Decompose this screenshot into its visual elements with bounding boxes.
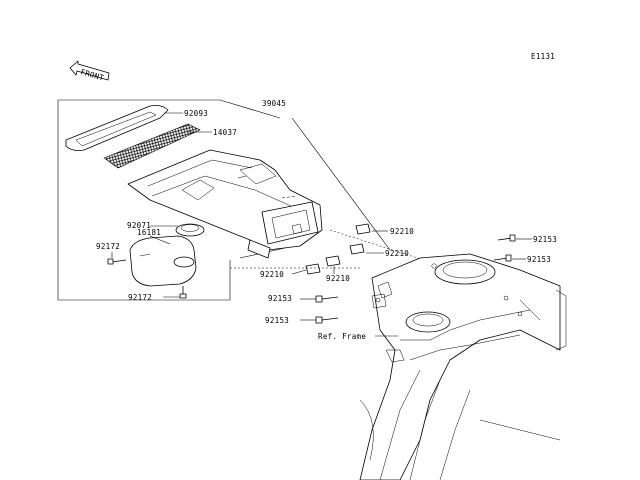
reference-frame (359, 253, 567, 480)
part-label-92210-d: 92210 (260, 270, 284, 279)
leader-92210-d (291, 269, 307, 275)
part-92153-bolt-4 (315, 316, 339, 324)
part-92153-bolt-2 (493, 254, 512, 262)
part-label-92153-1: 92153 (533, 235, 557, 244)
part-label-92093: 92093 (184, 109, 208, 118)
alignment-line-1 (329, 229, 431, 263)
part-label-39045: 39045 (262, 99, 286, 108)
part-92210-clip-b (349, 243, 365, 255)
part-label-92153-3: 92153 (268, 294, 292, 303)
drawing-code: E1131 (531, 52, 555, 61)
part-92153-bolt-3 (315, 295, 339, 303)
part-label-92210-c: 92210 (326, 274, 350, 283)
part-92210-clip-a (355, 223, 371, 235)
front-label: FRONT (79, 67, 105, 82)
part-92093-cover (65, 105, 169, 151)
part-label-16181: 16181 (137, 228, 161, 237)
part-92071-grommet (175, 223, 205, 237)
part-16181-case (129, 235, 197, 287)
part-92153-bolt-1 (497, 234, 516, 242)
part-label-92172-upper: 92172 (96, 242, 120, 251)
part-label-92210-b: 92210 (385, 249, 409, 258)
part-label-14037: 14037 (213, 128, 237, 137)
part-label-92153-4: 92153 (265, 316, 289, 325)
part-label-92071: 92071 (127, 221, 151, 230)
part-14037-mesh-filter (103, 123, 201, 169)
part-label-92210-a: 92210 (390, 227, 414, 236)
part-92210-clip-d (305, 263, 321, 275)
part-label-92153-2: 92153 (527, 255, 551, 264)
part-label-92172-lower: 92172 (128, 293, 152, 302)
assembly-bracket-39045 (57, 99, 391, 301)
part-92172-screw-lower (179, 286, 187, 299)
part-39045-air-duct (127, 149, 323, 259)
leader-16181 (149, 235, 171, 245)
front-arrow-icon: FRONT (69, 60, 110, 83)
part-92210-clip-c (325, 255, 341, 267)
part-92172-screw-upper (107, 258, 127, 265)
reference-frame-label: Ref. Frame (318, 332, 366, 341)
